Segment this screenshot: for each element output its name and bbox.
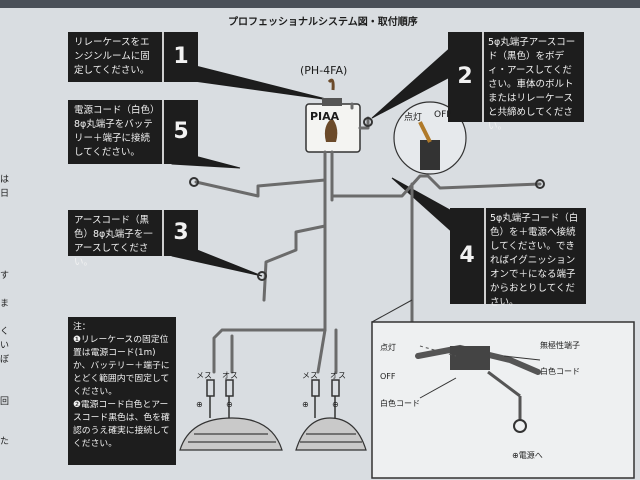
inset-white-cord-right: 白色コード (540, 367, 580, 376)
ring-terminal-2 (363, 117, 373, 127)
callout-4: 4 5φ丸端子コード（白色）を＋電源へ接続してください。できればイグニッションオ… (450, 208, 586, 308)
wire-left-lamp (212, 328, 327, 374)
callout-4-number: 4 (450, 208, 486, 304)
right-male-label: オス (330, 371, 346, 380)
inset-off-label: OFF (380, 372, 396, 381)
lamp-left (179, 417, 283, 451)
callout-3-number: 3 (162, 210, 198, 256)
callout-3-text: アースコード（黒色）8φ丸端子を一アースしてください。 (74, 215, 153, 268)
wire-power-5 (194, 178, 327, 198)
note-heading: 注： (73, 322, 91, 332)
wire-switch-4 (330, 174, 542, 198)
callout-3: アースコード（黒色）8φ丸端子を一アースしてください。 3 (68, 210, 198, 268)
callout-2-text: 5φ丸端子アースコード（黒色）をボディ・アースしてください。車体のボルトまたはリ… (488, 37, 576, 132)
edge-char: 日 (0, 189, 10, 199)
ring-terminal-3 (257, 271, 267, 281)
callout-1: リレーケースをエンジンルームに固定してください。 1 (68, 32, 198, 82)
ring-terminal-4 (535, 179, 545, 189)
callout-5-text: 電源コード（白色）8φ丸端子をバッテリー＋端子に接続してください。 (74, 105, 155, 158)
left-female-label: メス (196, 371, 212, 380)
right-female-label: メス (302, 371, 318, 380)
ring-terminal-5 (189, 177, 199, 187)
callout-2: 2 5φ丸端子アースコード（黒色）をボディ・アースしてください。車体のボルトまた… (448, 32, 584, 132)
right-minus-label: ⊖ (332, 400, 339, 409)
wire-right-lamp (316, 328, 327, 374)
edge-char: は (0, 175, 10, 185)
callout-5-number: 5 (162, 100, 198, 164)
switch-off-label: OFF (434, 110, 452, 120)
inset-panel (371, 321, 635, 479)
note-box: 注： ❶リレーケースの固定位置は電源コード(1m)か、バッテリー＋端子にとどく範… (68, 317, 176, 465)
switch-on-label: 点灯 (404, 113, 423, 123)
callout-5: 電源コード（白色）8φ丸端子をバッテリー＋端子に接続してください。 5 (68, 100, 198, 164)
edge-char: い (0, 341, 10, 351)
edge-char: ぼ (0, 355, 10, 365)
callout-4-text: 5φ丸端子コード（白色）を＋電源へ接続してください。できればイグニッションオンで… (490, 213, 579, 308)
relay-brand-label: PIAA (310, 110, 340, 123)
edge-char: た (0, 437, 10, 447)
board-top-edge (0, 0, 640, 8)
right-plus-label: ⊕ (302, 400, 309, 409)
inset-no-polarity-label: 無極性端子 (540, 341, 580, 350)
edge-char: く (0, 327, 10, 337)
page-title: プロフェッショナルシステム図・取付順序 (228, 17, 418, 28)
callout-1-number: 1 (162, 32, 198, 82)
note-item-2: ❷電源コード白色とアースコード黒色は、色を確認のうえ確実に接続してください。 (73, 400, 170, 449)
inset-white-cord-left: 白色コード (380, 399, 420, 408)
inset-on-label: 点灯 (380, 343, 396, 352)
callout-1-text: リレーケースをエンジンルームに固定してください。 (74, 37, 150, 76)
callout-2-number: 2 (448, 32, 484, 122)
left-plus-label: ⊕ (196, 400, 203, 409)
left-minus-label: ⊖ (226, 400, 233, 409)
lamp-right (295, 417, 367, 451)
inset-power-label: ⊕電源へ (512, 451, 543, 460)
edge-char: ま (0, 299, 10, 309)
edge-char: 回 (0, 397, 10, 407)
note-item-1: ❶リレーケースの固定位置は電源コード(1m)か、バッテリー＋端子にとどく範囲内で… (73, 335, 170, 397)
relay-case (305, 78, 361, 153)
model-label: (PH-4FA) (300, 64, 348, 77)
wire-to-ground-2 (350, 102, 370, 130)
left-male-label: オス (222, 371, 238, 380)
edge-char: す (0, 271, 10, 281)
